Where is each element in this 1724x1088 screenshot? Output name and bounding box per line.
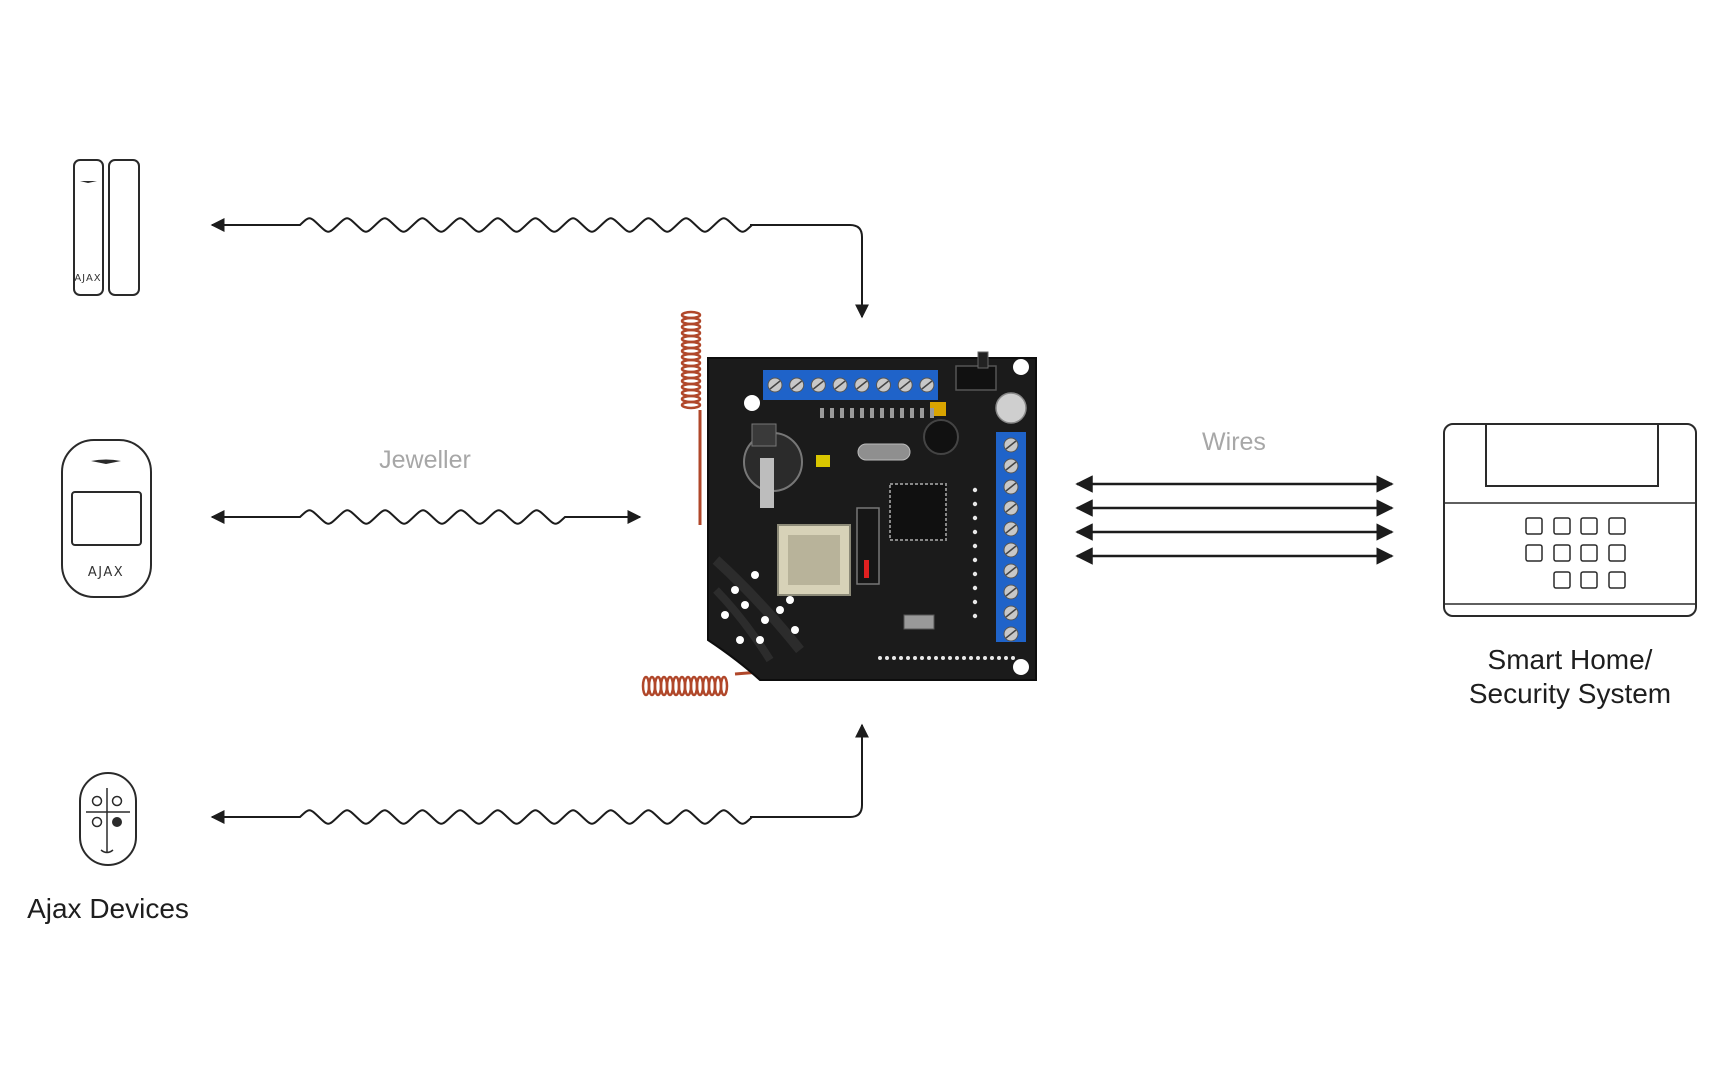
door-sensor-brand: AJAX [74,273,101,284]
door-sensor-icon: AJAX [73,159,140,296]
antenna-bottom [641,675,729,697]
security-panel-icon [1443,423,1697,617]
keypad-key [1580,517,1598,535]
keypad-key [1553,517,1571,535]
keypad-key [1525,544,1543,562]
smart-home-label-line2: Security System [1469,678,1671,709]
keypad-grid [1525,517,1626,589]
keypad-key [1608,544,1626,562]
keypad-key [1580,544,1598,562]
wires-label: Wires [1202,428,1266,456]
keypad-key [1525,517,1543,535]
keypad-key [1553,544,1571,562]
radio-link-top [210,217,869,319]
keypad-key [1553,571,1571,589]
keypad-key [1608,517,1626,535]
smart-home-label-line1: Smart Home/ [1488,644,1653,675]
receiver-board [641,310,1037,697]
motion-detector-brand: AJAX [88,565,124,580]
radio-link-bottom [210,723,869,825]
keypad-key [1580,571,1598,589]
keyfob-icon [79,772,137,866]
wire-bundle [1075,475,1394,565]
jeweller-label: Jeweller [379,446,471,474]
motion-detector-icon: AJAX [61,439,152,598]
keypad-key [1608,571,1626,589]
terminal-block-right [1003,437,1019,642]
ajax-devices-label: Ajax Devices [27,893,189,924]
board-solder-dots [721,408,1015,660]
terminal-block-top [767,377,935,393]
antenna-top [680,310,702,410]
radio-link-middle [210,509,642,525]
